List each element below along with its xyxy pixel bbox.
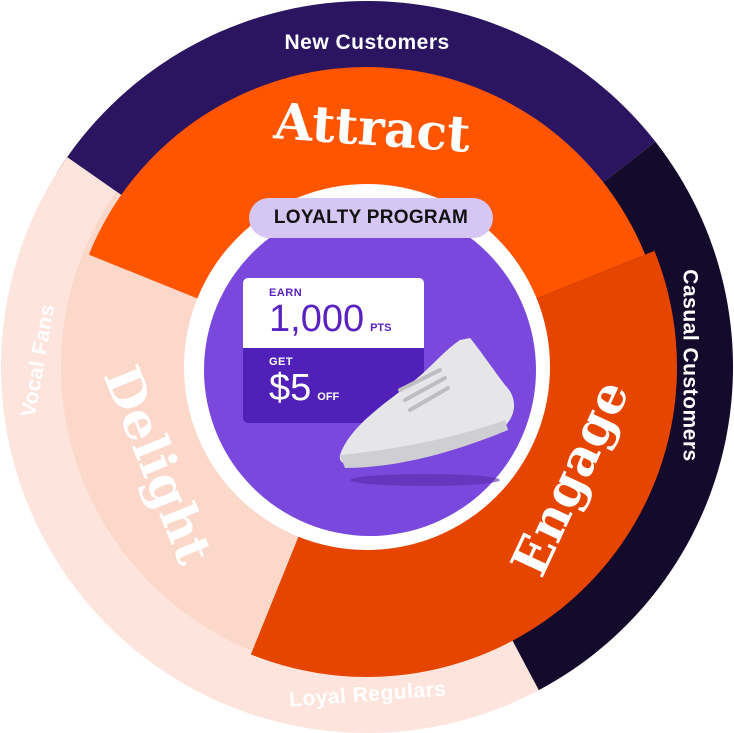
sneaker-image xyxy=(339,338,515,486)
get-unit: OFF xyxy=(317,391,340,403)
segment-new-customers: New Customers xyxy=(284,30,450,54)
loyalty-program-badge: LOYALTY PROGRAM xyxy=(249,198,493,238)
earn-label: EARN xyxy=(269,287,303,299)
stage-attract: Attract xyxy=(272,91,473,164)
earn-value: 1,000 xyxy=(269,298,365,340)
get-label: GET xyxy=(269,356,294,368)
earn-unit: PTS xyxy=(370,322,392,334)
segment-casual-customers: Casual Customers xyxy=(678,268,702,462)
get-value: $5 xyxy=(269,367,312,409)
